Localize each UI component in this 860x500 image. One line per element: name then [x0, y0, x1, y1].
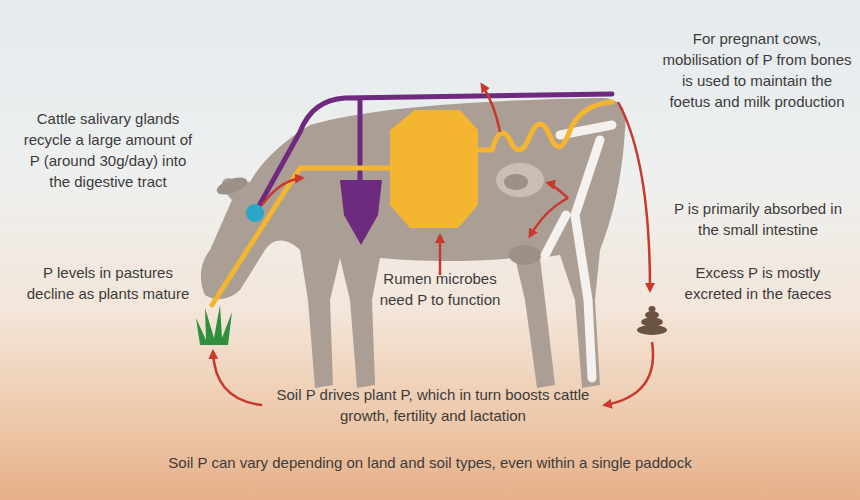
flow-arrow [605, 342, 653, 405]
caption: Soil P can vary depending on land and so… [60, 452, 800, 473]
flow-arrow [548, 183, 568, 198]
callout-text: P levels in pastures decline as plants m… [18, 262, 198, 304]
flow-arrow [262, 178, 302, 205]
cow-body [201, 98, 626, 388]
callout-text: For pregnant cows, mobilisation of P fro… [662, 28, 852, 112]
faeces [637, 306, 667, 335]
flow-arrow [482, 85, 500, 132]
salivary-gland [246, 204, 264, 222]
flow-arrow [618, 102, 650, 290]
callout-text: Rumen microbes need P to function [375, 268, 505, 310]
faeces-layer [645, 311, 659, 319]
foetus [496, 163, 544, 197]
callout-text: P is primarily absorbed in the small int… [668, 198, 848, 240]
callout-text: Excess P is mostly excreted in the faece… [668, 262, 848, 304]
rumen [390, 110, 478, 228]
grass [196, 305, 232, 345]
flow-arrow [213, 352, 262, 405]
flow-arrow [530, 198, 568, 236]
cow-udder [509, 245, 541, 265]
flow-arrows [213, 85, 653, 405]
callout-text: Soil P drives plant P, which in turn boo… [268, 384, 598, 426]
faeces-layer [649, 306, 656, 312]
foetus-body [504, 174, 528, 190]
flow-arrow [439, 236, 442, 275]
heart-shape [340, 180, 382, 245]
cow-ear [215, 174, 250, 198]
leg-bones [545, 125, 612, 378]
callout-text: Cattle salivary glands recycle a large a… [18, 108, 198, 192]
